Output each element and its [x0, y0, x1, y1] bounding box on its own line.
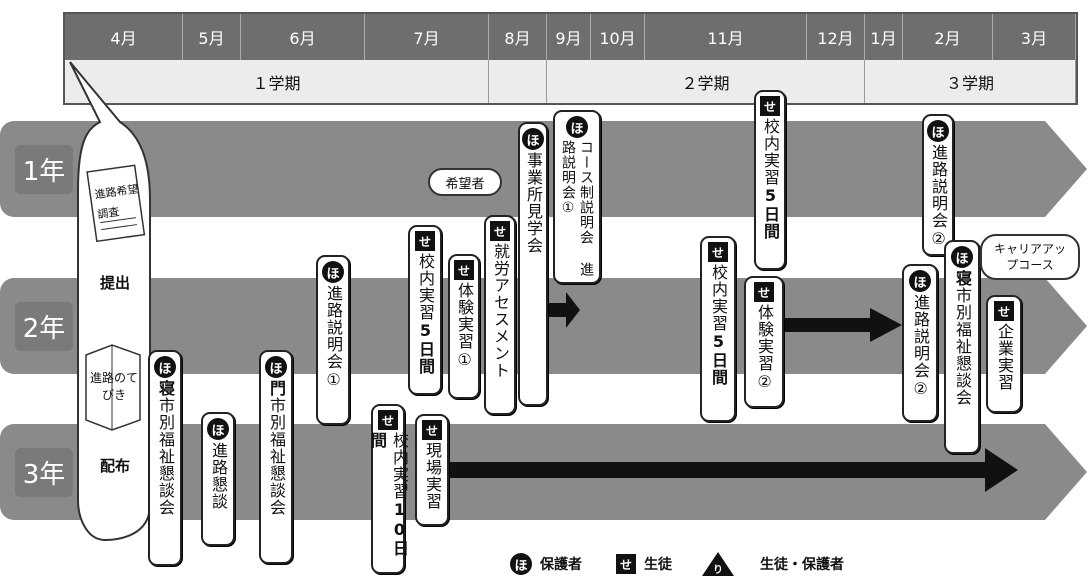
card-text: 体験実習①	[455, 282, 474, 370]
arrow-grade3	[432, 448, 1018, 492]
card-course-briefing: ほ コース制説明会 進路説明会①	[553, 110, 601, 284]
arrow-nov-jan	[785, 308, 902, 342]
legend-guardian-icon: ほ	[510, 553, 532, 575]
guardian-badge: ほ	[566, 116, 588, 138]
month-sep: 9月	[547, 14, 591, 60]
grade3-band-tip	[1045, 424, 1087, 520]
card-text: 校内実習5日間	[761, 118, 780, 240]
month-nov: 11月	[645, 14, 807, 60]
card-text: 寝市別福祉懇談会	[953, 270, 972, 406]
grade2-label: 2年	[0, 278, 88, 374]
card-career-briefing-1: ほ 進路説明会①	[316, 255, 350, 425]
card-field-practice: せ 現場実習	[415, 414, 449, 526]
month-mar: 3月	[993, 14, 1076, 60]
student-badge: せ	[454, 260, 474, 280]
card-city-welfare-3: ほ 寝市別福祉懇談会	[944, 240, 980, 454]
guardian-badge: ほ	[522, 128, 544, 150]
card-text: 進路懇談	[209, 442, 228, 510]
card-text: 校内実習10日間	[368, 432, 409, 557]
card-experience-practice-2: せ 体験実習②	[744, 276, 784, 408]
student-badge: せ	[760, 96, 780, 116]
card-text: 事業所見学会	[524, 152, 543, 254]
month-may: 5月	[183, 14, 241, 60]
card-career-talk: ほ 進路懇談	[201, 412, 235, 546]
student-badge: せ	[415, 231, 435, 251]
card-text: 進路説明会①	[324, 285, 343, 390]
guardian-badge: ほ	[927, 120, 949, 142]
card-text: 進路説明会②	[929, 144, 948, 249]
guardian-badge: ほ	[207, 418, 229, 440]
card-text: 現場実習	[423, 442, 442, 510]
legend-student-label: 生徒	[644, 557, 672, 573]
guardian-badge: ほ	[951, 246, 973, 268]
submit-label: 提出	[100, 274, 131, 292]
legend-both-icon: り	[702, 552, 734, 576]
book-title: 進路のてびき	[90, 371, 139, 402]
month-oct: 10月	[591, 14, 645, 60]
card-school-practice-5c: せ 校内実習5日間	[700, 236, 736, 422]
month-feb: 2月	[903, 14, 993, 60]
student-badge: せ	[754, 282, 774, 302]
card-text: 校内実習5日間	[416, 253, 435, 375]
grade1-band-tip	[1045, 121, 1087, 217]
grade3-label: 3年	[0, 424, 88, 520]
card-text: 企業実習	[995, 323, 1014, 391]
legend-student-icon: せ	[616, 554, 636, 574]
month-jul: 7月	[365, 14, 489, 60]
grade1-label: 1年	[0, 121, 88, 217]
book-icon	[85, 344, 141, 431]
student-badge: せ	[490, 221, 510, 241]
card-career-briefing-2b: ほ 進路説明会②	[902, 264, 938, 422]
card-company-practice: せ 企業実習	[986, 295, 1022, 413]
student-badge: せ	[994, 301, 1014, 321]
card-text: 校内実習5日間	[709, 264, 728, 386]
card-text: 寝市別福祉懇談会	[156, 380, 175, 516]
month-jun: 6月	[241, 14, 365, 60]
term-summer	[489, 60, 547, 103]
card-career-briefing-2a: ほ 進路説明会②	[922, 114, 954, 256]
month-dec: 12月	[807, 14, 865, 60]
card-school-practice-5b: せ 校内実習5日間	[754, 90, 786, 270]
distribute-label: 配布	[100, 457, 131, 475]
doc-title: 進路希望調査	[93, 182, 140, 222]
card-school-practice-10: せ 校内実習10日間	[368, 404, 409, 574]
card-city-welfare-2: ほ 門市別福祉懇談会	[259, 350, 293, 564]
card-text: 体験実習②	[755, 304, 774, 392]
guardian-badge: ほ	[265, 356, 287, 378]
guardian-badge: ほ	[154, 356, 176, 378]
guardian-badge: ほ	[322, 261, 344, 283]
term-3: ３学期	[865, 60, 1076, 103]
term-2: ２学期	[547, 60, 865, 103]
student-badge: せ	[422, 420, 442, 440]
guardian-badge: ほ	[909, 270, 931, 292]
card-text: 門市別福祉懇談会	[267, 380, 286, 516]
student-badge: せ	[378, 410, 398, 430]
card-experience-practice-1: せ 体験実習①	[448, 254, 480, 399]
term-1: １学期	[65, 60, 489, 103]
month-jan: 1月	[865, 14, 903, 60]
card-text: コース制説明会 進路説明会①	[560, 140, 594, 277]
doc-icon	[86, 164, 146, 243]
card-school-practice-5a: せ 校内実習5日間	[408, 225, 442, 395]
callout-career-up: キャリアアップコース	[980, 234, 1080, 280]
legend: ほ 保護者 せ 生徒 り 生徒・保護者	[510, 552, 844, 576]
card-work-assessment: せ 就労アセスメント	[484, 215, 516, 415]
callout-applicants: 希望者	[428, 168, 502, 196]
legend-guardian-label: 保護者	[540, 557, 582, 573]
month-aug: 8月	[489, 14, 547, 60]
card-site-visit: ほ 事業所見学会	[518, 122, 548, 406]
arrow-sep	[548, 292, 580, 328]
month-apr: 4月	[65, 14, 183, 60]
legend-both-label: 生徒・保護者	[760, 557, 844, 573]
card-text: 進路説明会②	[911, 294, 930, 399]
card-city-welfare-1: ほ 寝市別福祉懇談会	[148, 350, 182, 566]
grade2-band-tip	[1045, 278, 1087, 374]
card-text: 就労アセスメント	[491, 243, 510, 379]
student-badge: せ	[708, 242, 728, 262]
